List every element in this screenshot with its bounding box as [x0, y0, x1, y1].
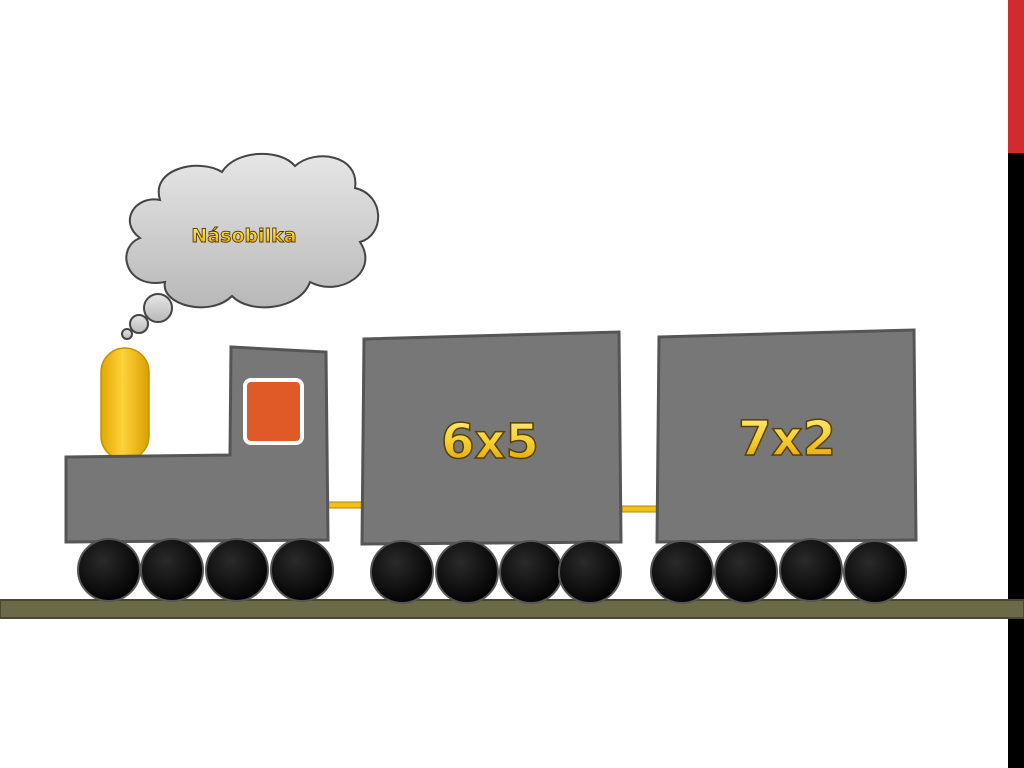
wheel [77, 538, 141, 602]
wheel [140, 538, 204, 602]
cloud-text: Násobilka [191, 225, 296, 247]
wagon-2-body [655, 328, 918, 544]
wheel [843, 540, 907, 604]
wheel [435, 540, 499, 604]
cloud-bubble-medium [129, 314, 149, 334]
wagon-1: 6x5 [360, 330, 623, 604]
wagon-2-label: 7x2 [738, 411, 836, 467]
wheel [370, 540, 434, 604]
rail-track [0, 599, 1024, 619]
wagon-1-label: 6x5 [441, 414, 539, 470]
wheel [270, 538, 334, 602]
cloud-bubble-small [121, 328, 133, 340]
wheel [714, 540, 778, 604]
wheel [650, 540, 714, 604]
wheel [499, 540, 563, 604]
wheel [205, 538, 269, 602]
wheel [779, 538, 843, 602]
locomotive-window [243, 378, 304, 445]
cloud-bubble-large [143, 293, 173, 323]
wheel [558, 540, 622, 604]
chimney [100, 347, 150, 461]
coupling-2 [621, 505, 659, 513]
locomotive [64, 345, 334, 602]
wagon-1-body [360, 330, 623, 546]
thought-cloud: Násobilka [121, 153, 380, 340]
side-accent-red [1008, 0, 1024, 153]
wagon-2: 7x2 [650, 328, 918, 604]
coupling-1 [325, 501, 365, 509]
